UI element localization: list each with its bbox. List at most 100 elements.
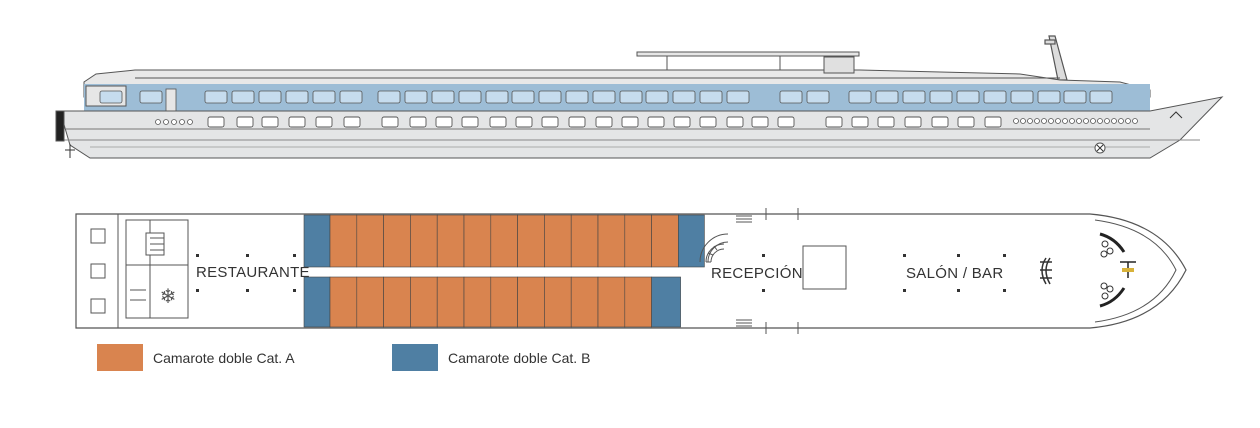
- cabin-window: [515, 116, 533, 128]
- cabin-cat-a: [383, 276, 411, 328]
- window: [956, 90, 980, 104]
- cabin-window: [541, 116, 559, 128]
- legend-label-cat-a: Camarote doble Cat. A: [153, 349, 295, 366]
- cabin-window: [343, 116, 361, 128]
- aft-storage: [90, 228, 106, 314]
- porthole: [1041, 118, 1047, 124]
- cabin-cat-a: [436, 214, 465, 268]
- cabin-window: [904, 116, 922, 128]
- cabin-cat-a: [436, 276, 465, 328]
- cabin-cat-a: [570, 214, 599, 268]
- cabin-window: [568, 116, 586, 128]
- window: [431, 90, 455, 104]
- cabin-cat-b: [303, 214, 331, 268]
- cabin-cat-a: [544, 214, 572, 268]
- cabin-cat-b: [651, 276, 681, 328]
- cabin-window: [489, 116, 507, 128]
- cabin-window: [877, 116, 895, 128]
- restaurant-label: RESTAURANTE: [196, 264, 310, 281]
- window: [806, 90, 830, 104]
- cabin-cat-a: [329, 276, 358, 328]
- cabin-window: [207, 116, 225, 128]
- window: [258, 90, 282, 104]
- galley: [125, 219, 189, 319]
- cabin-window: [825, 116, 843, 128]
- porthole: [1104, 118, 1110, 124]
- porthole: [1069, 118, 1075, 124]
- window: [929, 90, 953, 104]
- window: [377, 90, 401, 104]
- porthole: [1027, 118, 1033, 124]
- porthole: [1062, 118, 1068, 124]
- lounge-label: SALÓN / BAR: [906, 265, 1004, 282]
- cabin-cat-a: [490, 276, 518, 328]
- lower-window-row: [155, 116, 1138, 128]
- legend-label-cat-b: Camarote doble Cat. B: [448, 349, 591, 366]
- cabin-window: [261, 116, 279, 128]
- freezer-snowflake-icon: ❄: [160, 286, 177, 308]
- window: [902, 90, 926, 104]
- cabin-cat-a: [463, 276, 492, 328]
- window: [485, 90, 509, 104]
- reception-dots: [762, 254, 765, 292]
- window: [231, 90, 255, 104]
- cabin-cat-a: [490, 214, 518, 268]
- porthole: [1090, 118, 1096, 124]
- window: [1037, 90, 1061, 104]
- cabin-window: [381, 116, 399, 128]
- window: [848, 90, 872, 104]
- ship-side-profile: [55, 35, 1224, 159]
- window: [592, 90, 616, 104]
- cabin-window: [726, 116, 744, 128]
- cabin-cat-a: [651, 214, 679, 268]
- helm-icon: [1120, 261, 1136, 278]
- cabin-window: [409, 116, 427, 128]
- restaurant-tables: [196, 254, 296, 292]
- cabin-window: [777, 116, 795, 128]
- legend-item-cat-b: Camarote doble Cat. B: [392, 344, 590, 371]
- legend-swatch-cat-a: [97, 344, 143, 371]
- aft-door: [165, 88, 177, 112]
- cabin-cat-a: [597, 276, 626, 328]
- window: [619, 90, 643, 104]
- cabin-cat-a: [624, 214, 652, 268]
- reception-label: RECEPCIÓN: [711, 265, 803, 282]
- cabin-cat-a: [356, 276, 384, 328]
- window: [339, 90, 363, 104]
- cabin-window: [435, 116, 453, 128]
- bar-counter-icon: [1040, 257, 1052, 285]
- cabin-cat-a: [544, 276, 572, 328]
- porthole: [171, 119, 177, 125]
- porthole: [1132, 118, 1138, 124]
- window: [875, 90, 899, 104]
- window: [404, 90, 428, 104]
- window: [458, 90, 482, 104]
- window: [312, 90, 336, 104]
- porthole: [1055, 118, 1061, 124]
- cabin-window: [751, 116, 769, 128]
- hull: [55, 96, 1224, 159]
- cabin-window: [621, 116, 639, 128]
- porthole: [155, 119, 161, 125]
- bow-sundeck: [1099, 232, 1126, 308]
- cabin-cat-a: [570, 276, 599, 328]
- cabin-cat-a: [597, 214, 626, 268]
- mast-icon: [1044, 35, 1068, 81]
- window: [511, 90, 535, 104]
- cabin-window: [595, 116, 613, 128]
- cabin-cat-b: [303, 276, 331, 328]
- window: [538, 90, 562, 104]
- porthole: [1076, 118, 1082, 124]
- cabin-window: [931, 116, 949, 128]
- window: [285, 90, 309, 104]
- porthole: [163, 119, 169, 125]
- cabin-window: [851, 116, 869, 128]
- legend-item-cat-a: Camarote doble Cat. A: [97, 344, 295, 371]
- cabin-window: [957, 116, 975, 128]
- cabin-cat-a: [410, 214, 438, 268]
- window: [1089, 90, 1113, 104]
- lounge-seating: [903, 254, 1006, 292]
- window: [99, 90, 123, 104]
- window: [1063, 90, 1087, 104]
